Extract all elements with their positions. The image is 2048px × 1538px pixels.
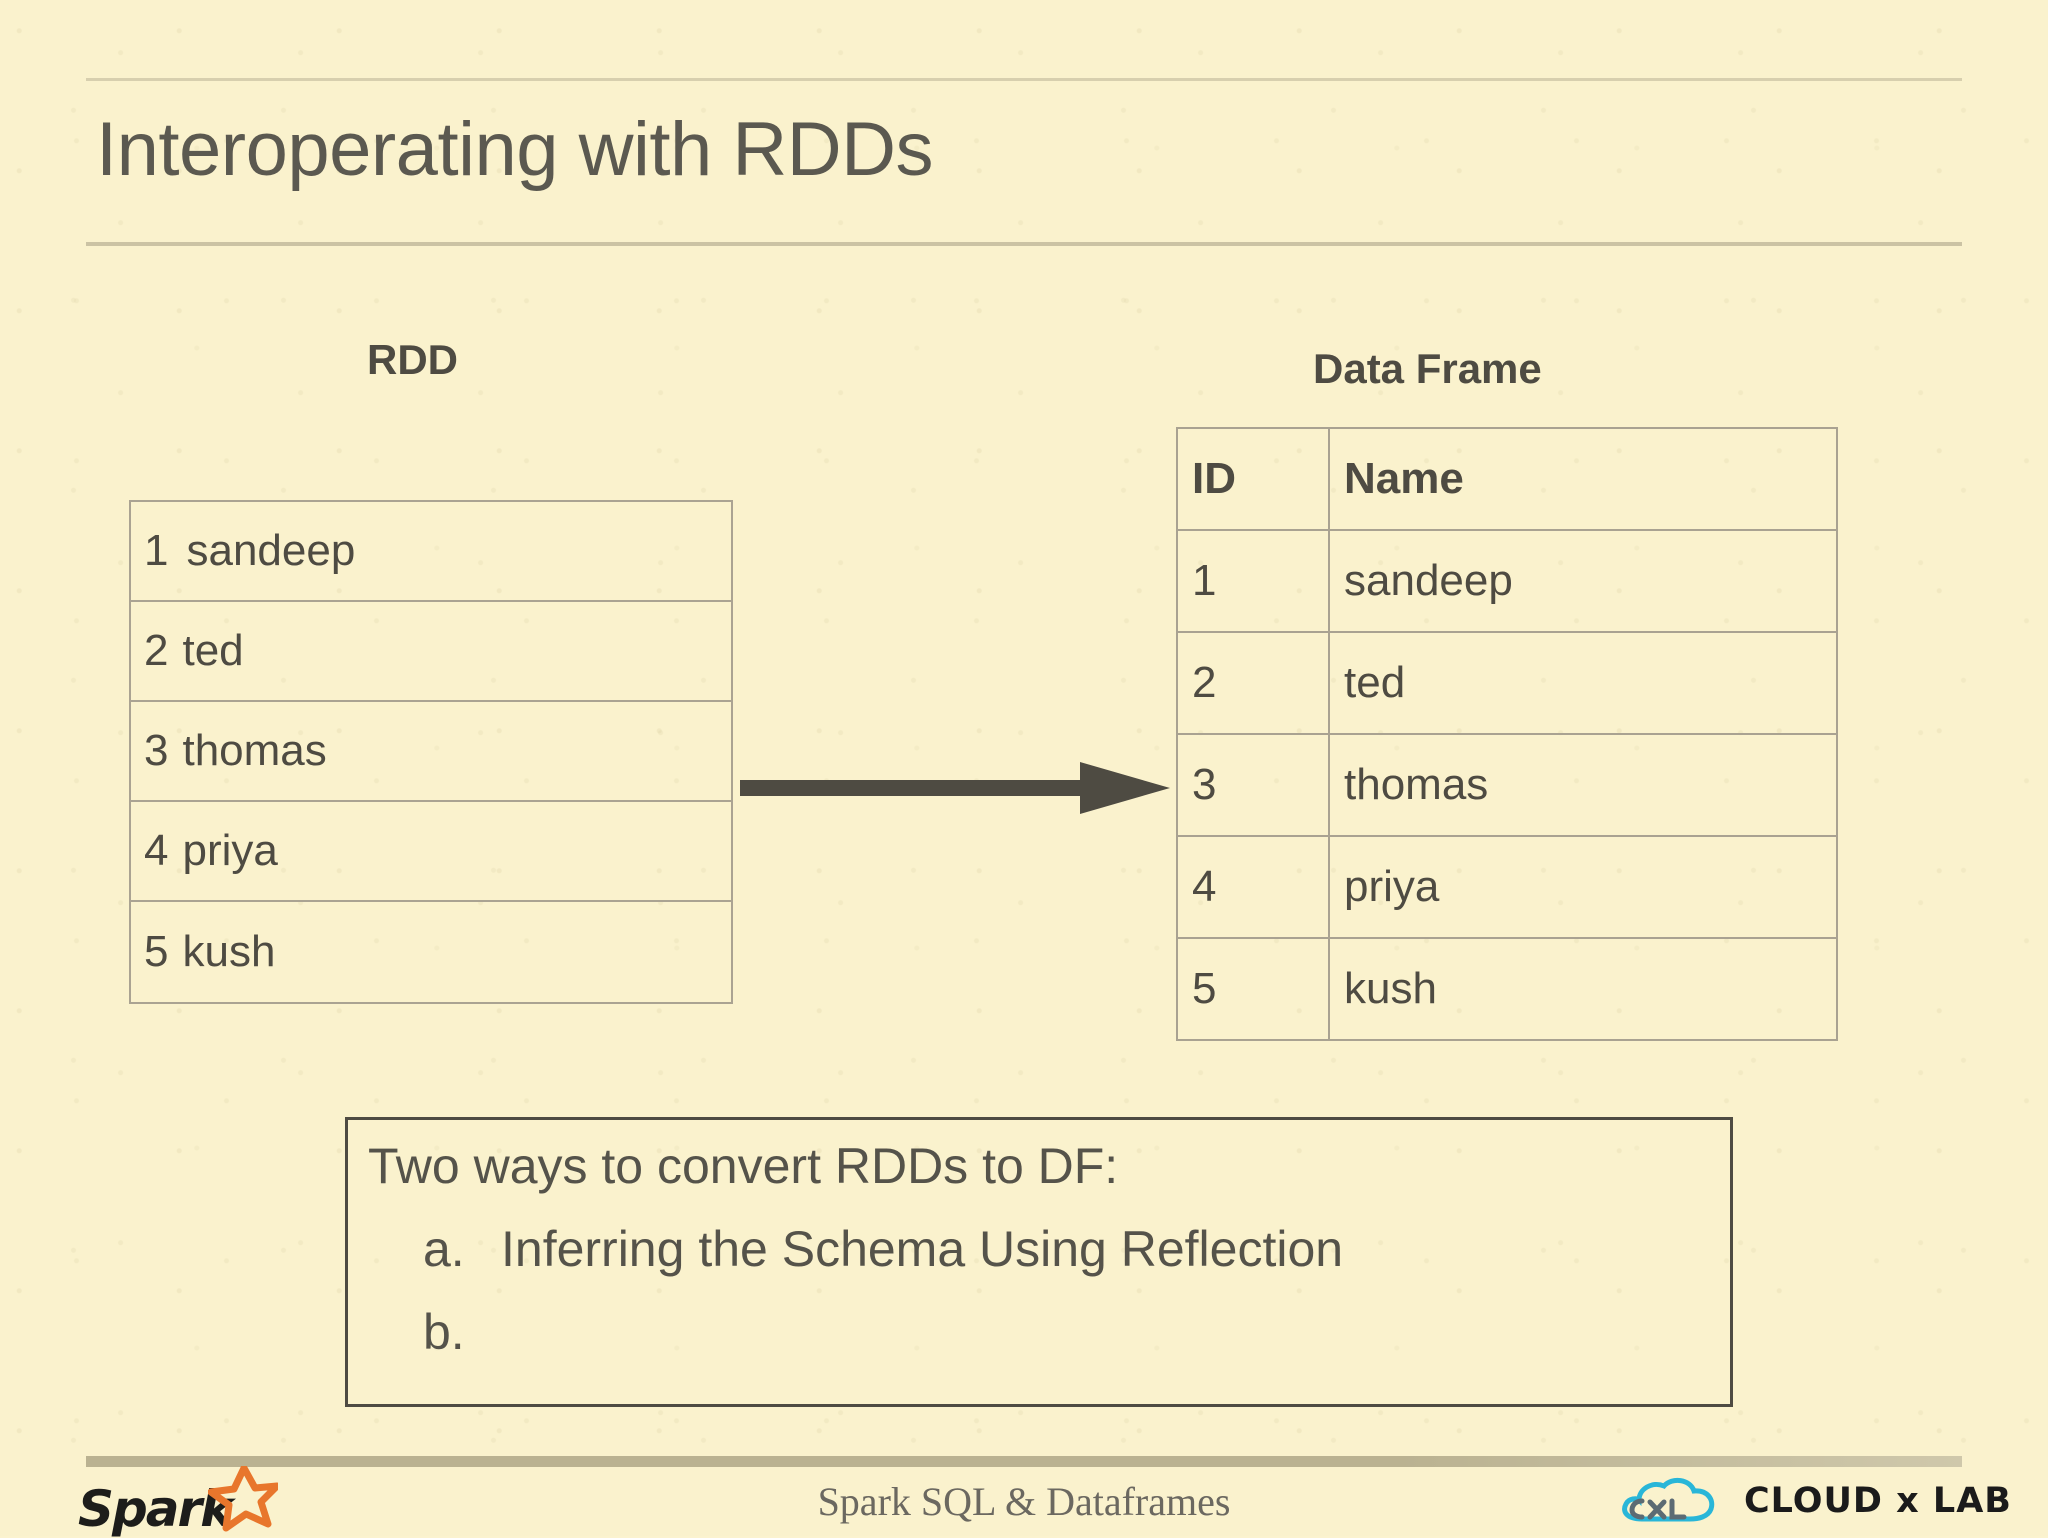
- cell-name: thomas: [1328, 733, 1838, 837]
- cell-id: 5: [1176, 937, 1330, 1041]
- cell-id: 2: [1176, 631, 1330, 735]
- list-item: 2 ted: [131, 602, 731, 702]
- rdd-row-name: sandeep: [186, 526, 356, 575]
- header-top-rule: [86, 78, 1962, 81]
- cell-name: priya: [1328, 835, 1838, 939]
- footer-rule: [86, 1456, 1962, 1467]
- column-header-name: Name: [1328, 427, 1838, 531]
- rdd-row-id: 2: [144, 626, 169, 675]
- cell-id: 3: [1176, 733, 1330, 837]
- spark-star-icon: [208, 1466, 278, 1532]
- cell-id: 4: [1176, 835, 1330, 939]
- spark-logo: Spark: [78, 1466, 278, 1538]
- table-row: 3 thomas: [1176, 733, 1838, 837]
- cell-id: 1: [1176, 529, 1330, 633]
- column-header-id: ID: [1176, 427, 1330, 531]
- list-item: 3 thomas: [131, 702, 731, 802]
- list-item: 5 kush: [131, 902, 731, 1002]
- table-row: 2 ted: [1176, 631, 1838, 735]
- rdd-heading: RDD: [367, 336, 458, 383]
- cell-name: sandeep: [1328, 529, 1838, 633]
- table-header-row: ID Name: [1176, 427, 1838, 531]
- header-bottom-rule: [86, 242, 1962, 246]
- rdd-row-name: ted: [182, 626, 244, 675]
- dataframe-heading: Data Frame: [1313, 345, 1542, 392]
- dataframe-table: ID Name 1 sandeep 2 ted 3 thomas 4 priya…: [1176, 427, 1838, 1041]
- page-title: Interoperating with RDDs: [96, 107, 934, 192]
- cloud-icon: [1622, 1477, 1715, 1522]
- cloudxlab-wordmark: CLOUD x LAB: [1744, 1481, 2012, 1521]
- table-row: 1 sandeep: [1176, 529, 1838, 633]
- table-row: 4 priya: [1176, 835, 1838, 939]
- note-marker-a: a.: [423, 1221, 465, 1277]
- note-item-a: a. Inferring the Schema Using Reflection: [423, 1220, 1343, 1278]
- list-item: 1 sandeep: [131, 502, 731, 602]
- note-title: Two ways to convert RDDs to DF:: [368, 1138, 1119, 1194]
- note-text-a: Inferring the Schema Using Reflection: [501, 1221, 1344, 1277]
- note-box: Two ways to convert RDDs to DF: a. Inferr…: [345, 1117, 1733, 1407]
- rdd-row-name: priya: [182, 826, 278, 875]
- rdd-row-id: 3: [144, 726, 169, 775]
- rdd-row-id: 5: [144, 927, 169, 976]
- rdd-row-id: 1: [144, 526, 169, 575]
- note-item-b: b.: [423, 1303, 501, 1361]
- table-row: 5 kush: [1176, 937, 1838, 1041]
- note-marker-b: b.: [423, 1304, 465, 1360]
- spark-wordmark: Spark: [78, 1480, 233, 1538]
- rdd-row-name: thomas: [182, 726, 327, 775]
- cell-name: ted: [1328, 631, 1838, 735]
- footer-center-text: Spark SQL & Dataframes: [817, 1479, 1231, 1524]
- list-item: 4 priya: [131, 802, 731, 902]
- rdd-row-name: kush: [182, 927, 276, 976]
- cloudxlab-logo: CLOUD x LAB: [1612, 1470, 2022, 1532]
- rdd-list-box: 1 sandeep 2 ted 3 thomas 4 priya 5 kush: [129, 500, 733, 1004]
- rdd-row-id: 4: [144, 826, 169, 875]
- cell-name: kush: [1328, 937, 1838, 1041]
- conversion-arrow-icon: [740, 762, 1170, 814]
